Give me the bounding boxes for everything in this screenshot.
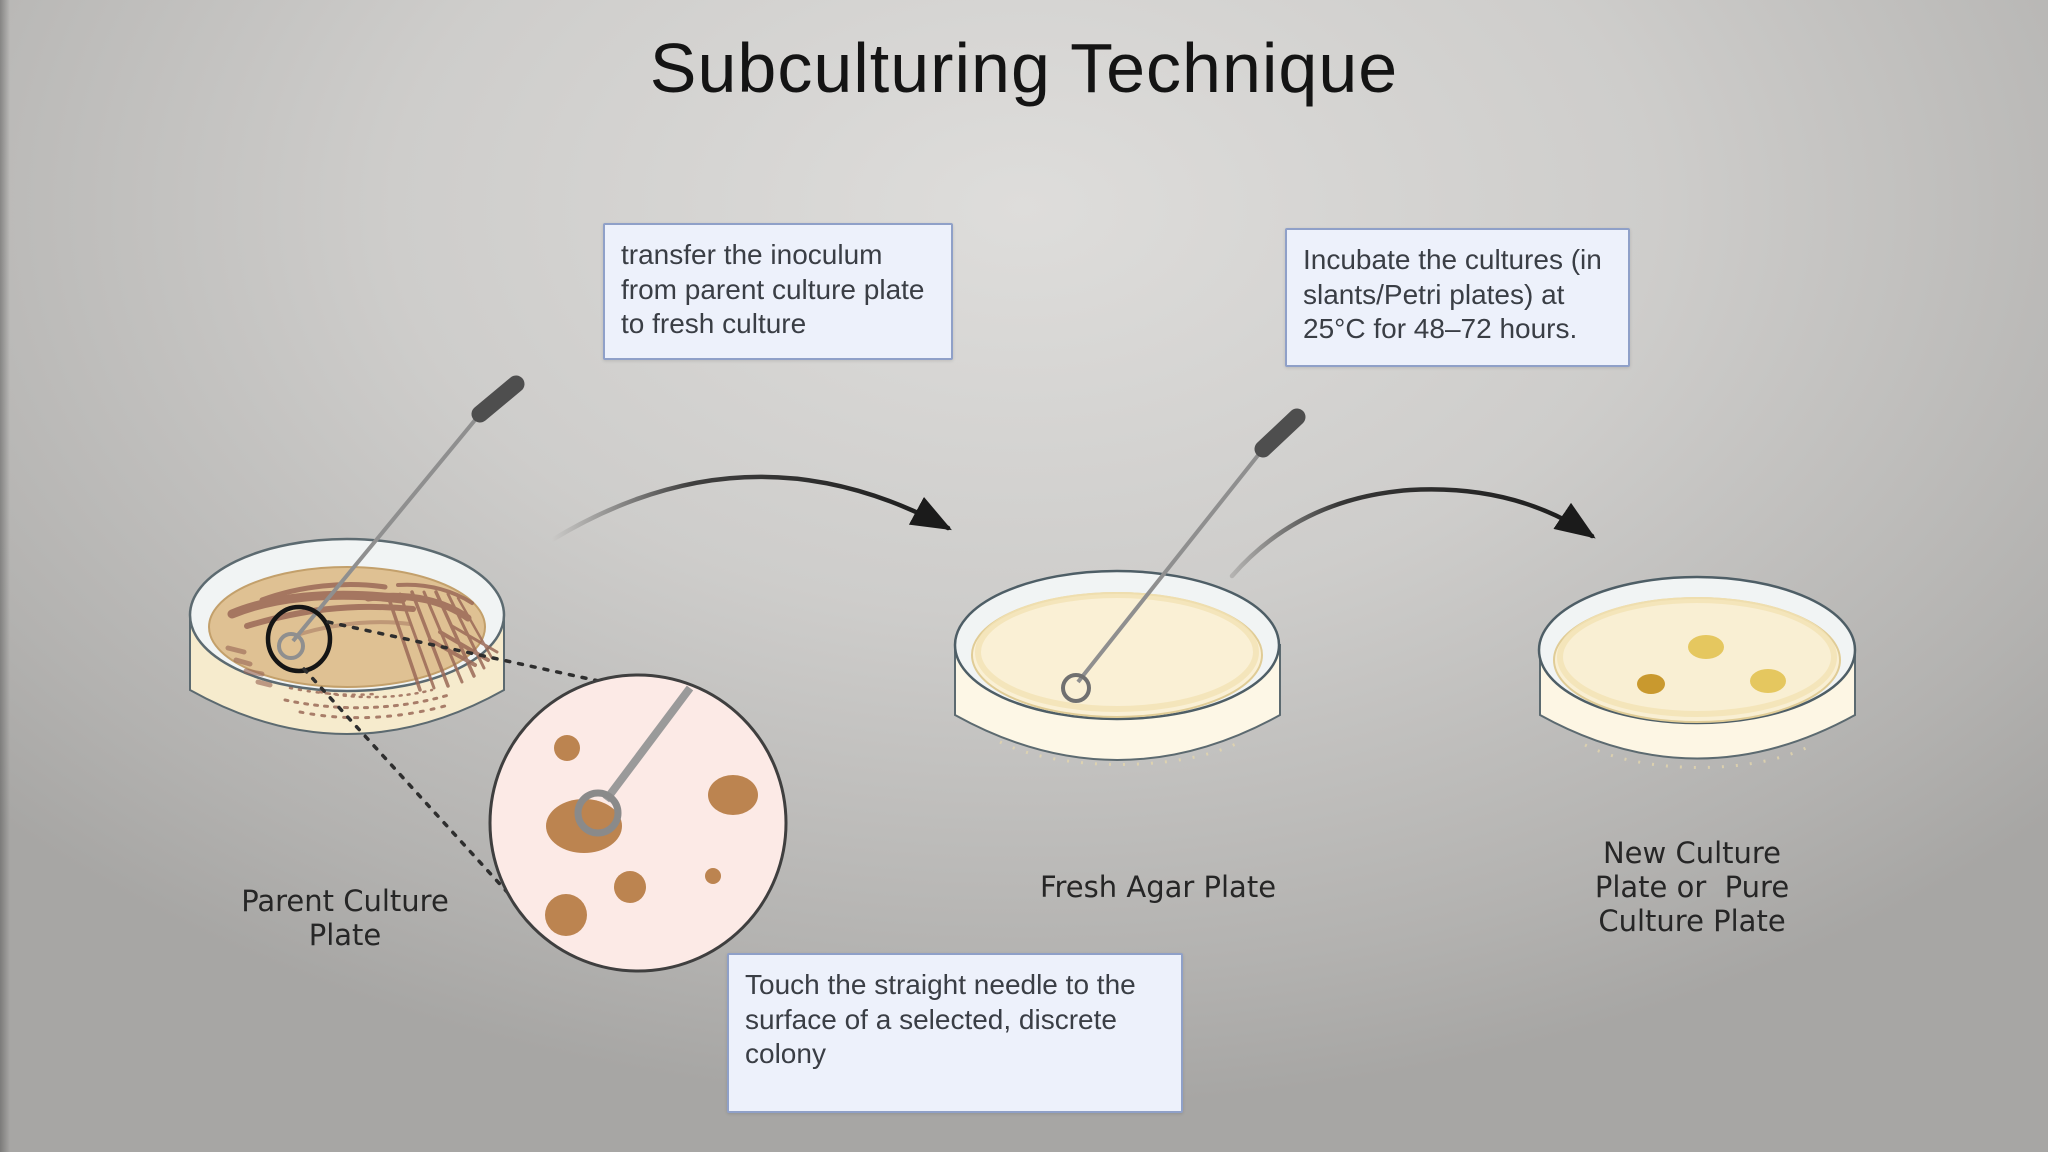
transfer-arrow-1 [549,474,952,543]
bacterial-streaks [225,582,499,720]
colony-highlight-circle [265,604,333,674]
parent-culture-plate-illustration [188,375,525,735]
magnifier-dotted-lines [302,620,619,895]
transfer-arrow-2 [1229,487,1596,579]
fresh-agar-plate-illustration [953,408,1306,766]
label-new-culture-plate: New Culture Plate or Pure Culture Plate [1594,836,1799,939]
page-title: Subculturing Technique [649,29,1399,107]
callout-incubate-cultures: Incubate the cultures (in slants/Petri p… [1285,228,1630,367]
label-fresh-agar-plate: Fresh Agar Plate [1039,870,1277,904]
callout-transfer-inoculum: transfer the inoculum from parent cultur… [603,223,953,360]
new-culture-plate-illustration [1537,575,1857,769]
callout-touch-needle: Touch the straight needle to the surface… [727,953,1183,1113]
magnified-colony-view [488,673,788,973]
colonies-new-plate [1637,635,1786,694]
inoculation-needle-fresh [1061,408,1306,703]
inoculation-needle-parent [277,375,525,660]
label-parent-culture-plate: Parent Culture Plate [241,884,459,953]
needle-in-magnifier [574,685,694,837]
